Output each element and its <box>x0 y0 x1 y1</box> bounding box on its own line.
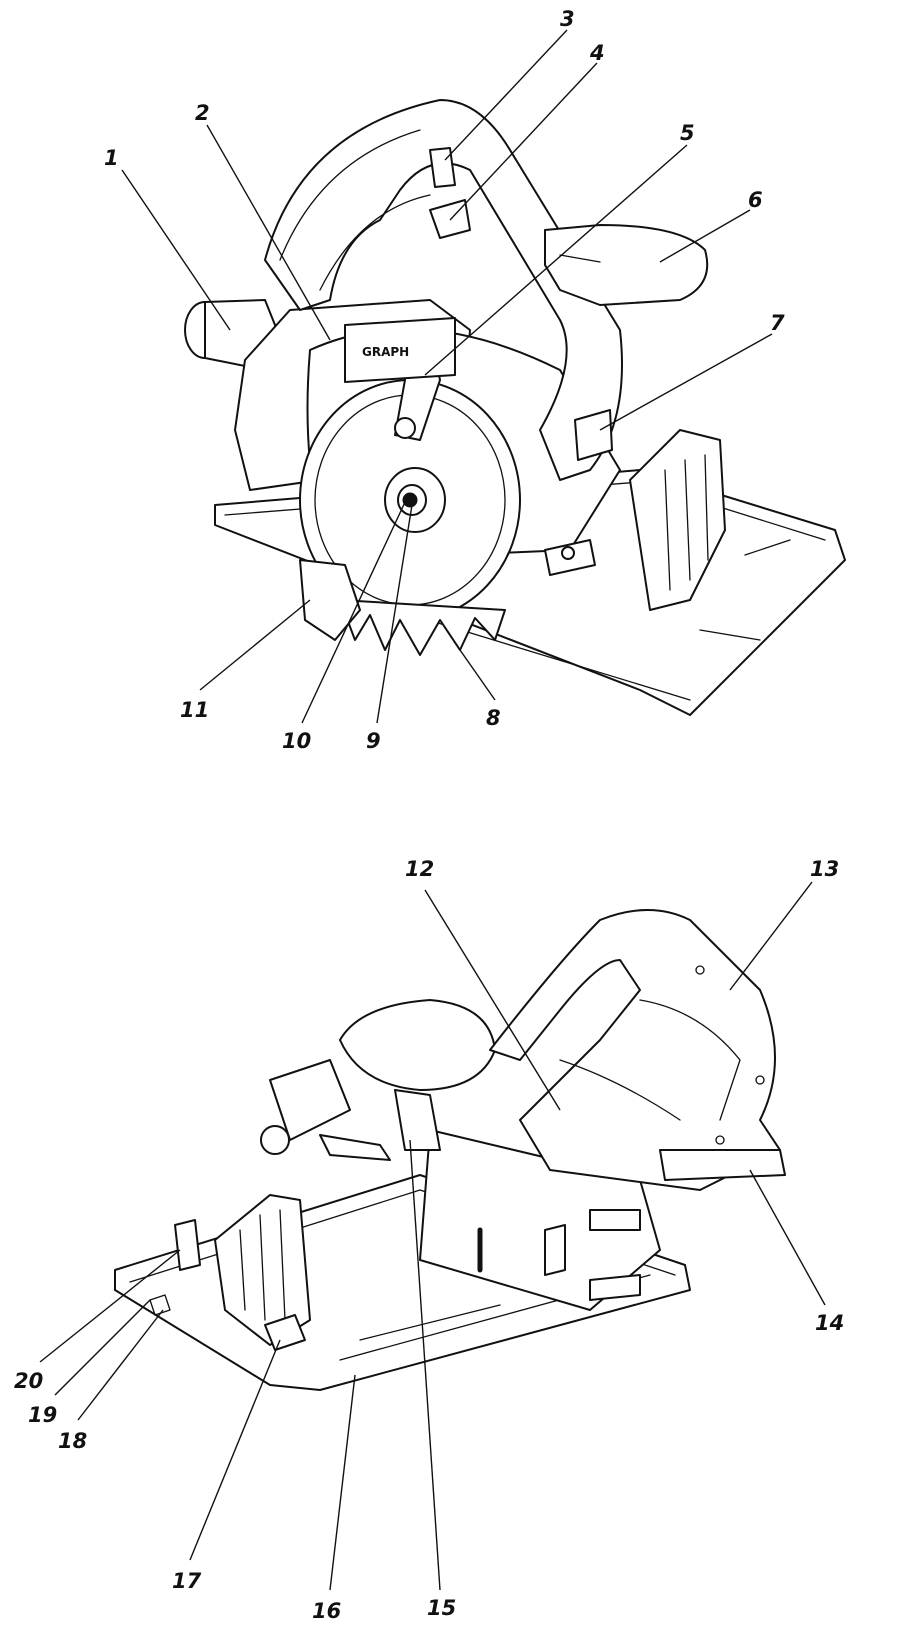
callout-leaders-bottom <box>39 881 826 1591</box>
saw-bottom-view <box>114 909 786 1391</box>
callout-17: 17 <box>172 1569 202 1593</box>
cut-guide-notch <box>149 1294 171 1316</box>
battery-slot <box>659 1149 786 1181</box>
auxiliary-handle <box>544 224 709 306</box>
callout-14: 14 <box>815 1311 844 1335</box>
front-bevel-knob <box>174 1219 201 1271</box>
callout-5: 5 <box>680 121 695 145</box>
callout-15: 15 <box>427 1596 456 1620</box>
lock-off-button <box>429 147 456 188</box>
main-handle <box>264 99 623 481</box>
callout-leaders-top <box>121 29 773 724</box>
callout-20: 20 <box>14 1369 43 1393</box>
blade-bolt <box>402 492 418 508</box>
callout-13: 13 <box>810 857 839 881</box>
callout-7: 7 <box>770 311 785 335</box>
saw-top-view: GRAPH <box>184 99 846 716</box>
rear-main-handle <box>489 909 781 1191</box>
callout-labels-top: 1 2 3 4 5 6 7 8 9 10 11 <box>104 7 785 753</box>
callout-1: 1 <box>104 146 119 170</box>
led-light <box>574 409 613 461</box>
callout-10: 10 <box>282 729 311 753</box>
callout-16: 16 <box>312 1599 341 1623</box>
callout-3: 3 <box>560 7 575 31</box>
brand-logo-text: GRAPH <box>362 345 409 359</box>
callout-11: 11 <box>180 698 209 722</box>
callout-19: 19 <box>28 1403 57 1427</box>
callout-18: 18 <box>58 1429 87 1453</box>
callout-4: 4 <box>589 41 605 65</box>
brand-label: GRAPH <box>344 317 456 383</box>
depth-lock-lever <box>264 1314 306 1351</box>
callout-2: 2 <box>195 101 210 125</box>
callout-12: 12 <box>405 857 434 881</box>
callout-8: 8 <box>486 706 501 730</box>
callout-9: 9 <box>366 729 381 753</box>
callout-6: 6 <box>748 188 763 212</box>
callout-labels-bottom: 12 13 14 15 16 17 18 19 20 <box>14 857 844 1623</box>
